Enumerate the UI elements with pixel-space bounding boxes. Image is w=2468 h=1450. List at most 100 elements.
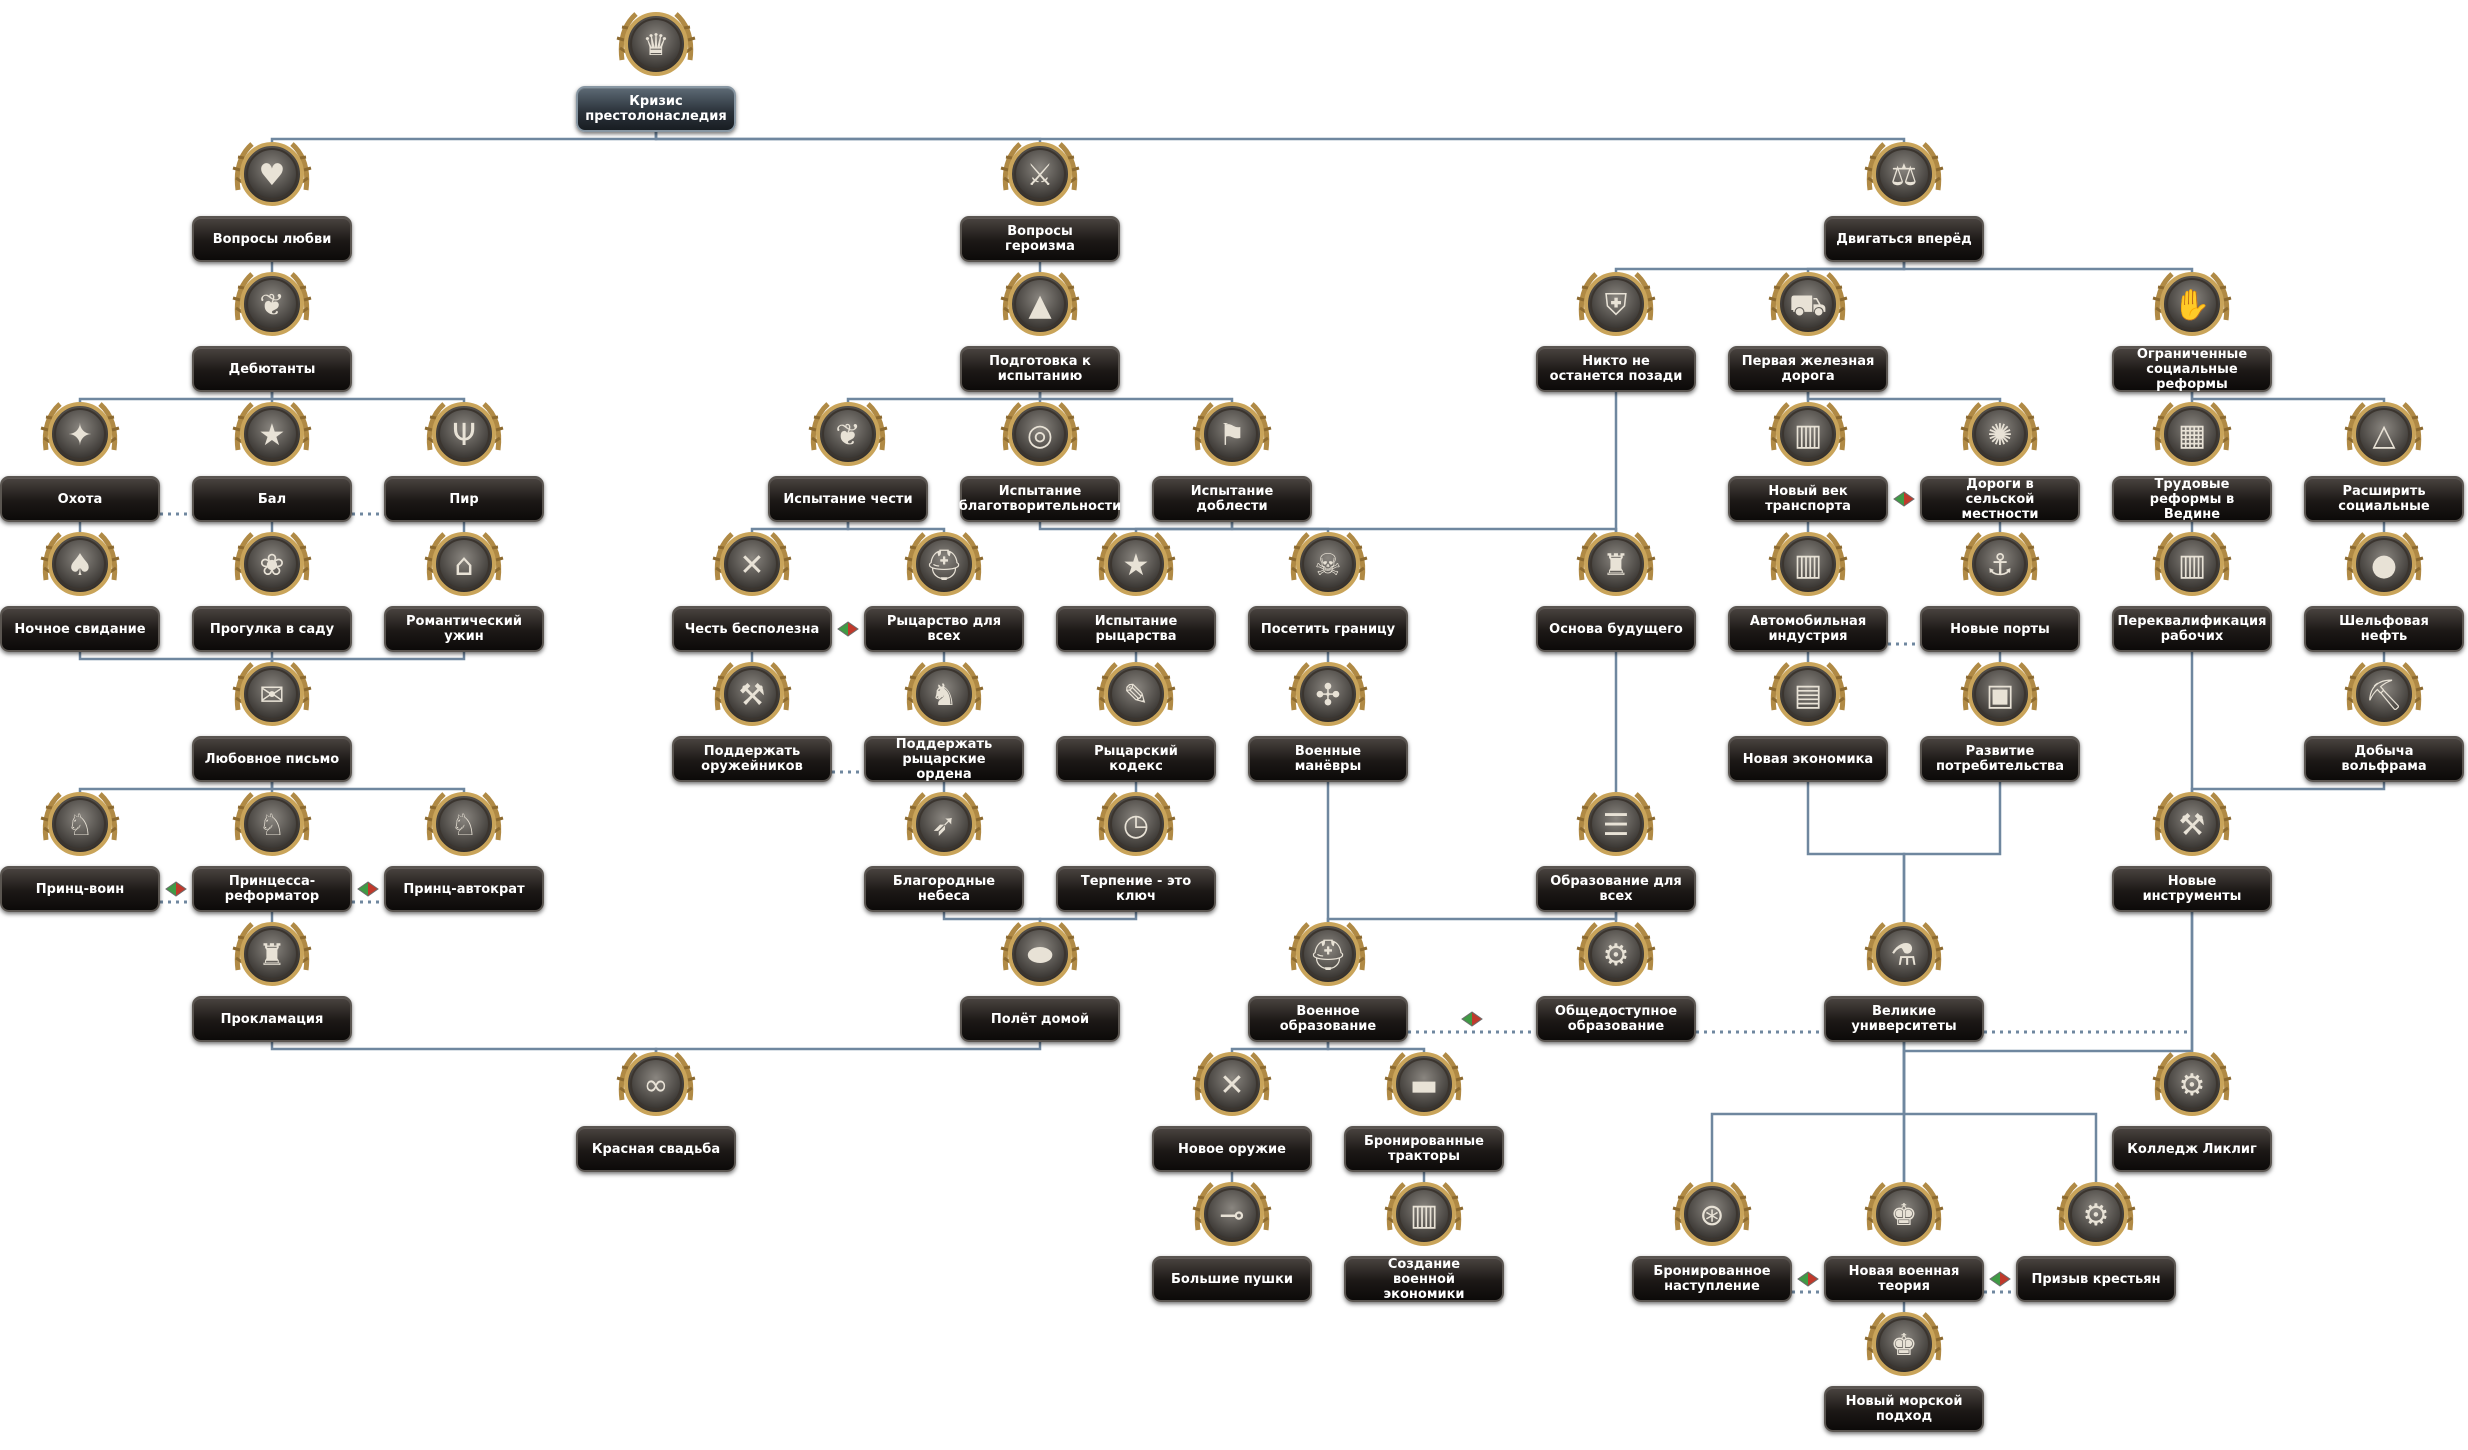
focus-label: Поддержать оружейников — [672, 736, 832, 782]
griffin-icon: ❦ — [804, 390, 892, 478]
svg-text:∞: ∞ — [644, 1068, 669, 1103]
focus-node-night-date[interactable]: ♠ Ночное свидание — [0, 520, 160, 670]
focus-node-reformer-princess[interactable]: ♘ Принцесса-реформатор — [192, 780, 352, 930]
svg-text:♚: ♚ — [1891, 1328, 1918, 1363]
focus-node-valor-trial[interactable]: ⚑ Испытание доблести — [1152, 390, 1312, 540]
svg-text:⚙: ⚙ — [2083, 1198, 2110, 1233]
svg-text:▥: ▥ — [1410, 1198, 1438, 1233]
focus-node-new-ports[interactable]: ⚓ Новые порты — [1920, 520, 2080, 670]
focus-node-love[interactable]: ♥ Вопросы любви — [192, 130, 352, 280]
focus-node-autocrat-prince[interactable]: ♘ Принц-автократ — [384, 780, 544, 930]
focus-node-proclamation[interactable]: ♜ Прокламация — [192, 910, 352, 1060]
svg-text:▥: ▥ — [1794, 548, 1822, 583]
focus-node-love-letter[interactable]: ✉ Любовное письмо — [192, 650, 352, 800]
focus-label: Бал — [192, 476, 352, 522]
wheat-icon: ✺ — [1956, 390, 2044, 478]
focus-node-patience[interactable]: ◷ Терпение - это ключ — [1056, 780, 1216, 930]
focus-node-ball[interactable]: ★ Бал — [192, 390, 352, 540]
focus-node-expand-social[interactable]: △ Расширить социальные — [2304, 390, 2464, 540]
focus-node-rural-roads[interactable]: ✺ Дороги в сельской местности — [1920, 390, 2080, 540]
griffin-icon: ❦ — [228, 260, 316, 348]
focus-node-armored-assault[interactable]: ⊛ Бронированное наступление — [1632, 1170, 1792, 1320]
focus-node-transport-age[interactable]: ▥ Новый век транспорта — [1728, 390, 1888, 540]
focus-node-chivalry-all[interactable]: ⛑ Рыцарство для всех — [864, 520, 1024, 670]
focus-node-consumerism[interactable]: ▣ Развитие потребительства — [1920, 650, 2080, 800]
focus-node-forward[interactable]: ⚖ Двигаться вперёд — [1824, 130, 1984, 280]
svg-text:✕: ✕ — [1219, 1068, 1244, 1103]
focus-node-new-weapons[interactable]: ✕ Новое оружие — [1152, 1040, 1312, 1190]
focus-node-charity-trial[interactable]: ◎ Испытание благотворительности — [959, 390, 1121, 540]
eagle-icon: ➶ — [900, 780, 988, 868]
focus-node-military-edu[interactable]: ⛑ Военное образование — [1248, 910, 1408, 1060]
focus-node-new-tools[interactable]: ⚒ Новые инструменты — [2112, 780, 2272, 930]
focus-node-tungsten[interactable]: ⛏ Добыча вольфрама — [2304, 650, 2464, 800]
focus-node-great-unis[interactable]: ⚗ Великие университеты — [1824, 910, 1984, 1060]
focus-node-auto-industry[interactable]: ▥ Автомобильная индустрия — [1728, 520, 1888, 670]
svg-text:❀: ❀ — [259, 548, 284, 583]
focus-node-crisis[interactable]: ♛ Кризис престолонаследия — [576, 0, 736, 150]
focus-node-big-guns[interactable]: ⊸ Большие пушки — [1152, 1170, 1312, 1320]
focus-label: Испытание благотворительности — [959, 476, 1121, 522]
focus-label: Благородные небеса — [864, 866, 1024, 912]
focus-node-honor-useless[interactable]: ✕ Честь бесполезна — [672, 520, 832, 670]
svg-text:♞: ♞ — [931, 678, 958, 713]
focus-label: Посетить границу — [1248, 606, 1408, 652]
focus-node-support-orders[interactable]: ♞ Поддержать рыцарские ордена — [864, 650, 1024, 800]
focus-node-garden-walk[interactable]: ❀ Прогулка в саду — [192, 520, 352, 670]
focus-node-honor-trial[interactable]: ❦ Испытание чести — [768, 390, 928, 540]
focus-node-noble-skies[interactable]: ➶ Благородные небеса — [864, 780, 1024, 930]
focus-node-new-economy[interactable]: ▤ Новая экономика — [1728, 650, 1888, 800]
focus-node-naval-approach[interactable]: ♚ Новый морской подход — [1824, 1300, 1984, 1450]
focus-node-visit-border[interactable]: ☠ Посетить границу — [1248, 520, 1408, 670]
helmet-icon: ⛑ — [900, 520, 988, 608]
focus-node-public-edu[interactable]: ⚙ Общедоступное образование — [1536, 910, 1696, 1060]
focus-node-heroism[interactable]: ⚔ Вопросы героизма — [960, 130, 1120, 280]
focus-node-support-smiths[interactable]: ⚒ Поддержать оружейников — [672, 650, 832, 800]
focus-node-warrior-prince[interactable]: ♘ Принц-воин — [0, 780, 160, 930]
helmet-icon: ⛑ — [1284, 910, 1372, 998]
focus-node-future-base[interactable]: ♜ Основа будущего — [1536, 520, 1696, 670]
focus-label: Бронированные тракторы — [1344, 1126, 1504, 1172]
mutually-exclusive-icon — [1892, 490, 1916, 508]
train-icon: ⛟ — [1764, 260, 1852, 348]
focus-node-labour-reforms[interactable]: ▦ Трудовые реформы в Ведине — [2112, 390, 2272, 540]
focus-node-education-all[interactable]: ☰ Образование для всех — [1536, 780, 1696, 930]
focus-node-retraining[interactable]: ▥ Переквалификация рабочих — [2112, 520, 2272, 670]
focus-node-debutants[interactable]: ❦ Дебютанты — [192, 260, 352, 410]
tools-icon: ⚒ — [2148, 780, 2236, 868]
svg-text:✣: ✣ — [1315, 678, 1340, 713]
prerequisite-line — [1902, 912, 2194, 1190]
crossed-swords-icon: ✕ — [1188, 1040, 1276, 1128]
focus-node-romantic-dinner[interactable]: ⌂ Романтический ужин — [384, 520, 544, 670]
focus-label: Развитие потребительства — [1920, 736, 2080, 782]
svg-text:▥: ▥ — [1794, 418, 1822, 453]
focus-label: Новое оружие — [1152, 1126, 1312, 1172]
focus-node-shale-oil[interactable]: ● Шельфовая нефть — [2304, 520, 2464, 670]
focus-node-limited-reforms[interactable]: ✋ Ограниченные социальные реформы — [2112, 260, 2272, 410]
focus-node-knight-trial[interactable]: ★ Испытание рыцарства — [1056, 520, 1216, 670]
focus-node-first-rail[interactable]: ⛟ Первая железная дорога — [1728, 260, 1888, 410]
focus-node-hunt[interactable]: ✦ Охота — [0, 390, 160, 540]
svg-text:◎: ◎ — [1027, 418, 1053, 453]
focus-node-peasant-draft[interactable]: ⚙ Призыв крестьян — [2016, 1170, 2176, 1320]
safe-icon: ▣ — [1956, 650, 2044, 738]
sword-icon: ⚔ — [996, 130, 1084, 218]
focus-label: Призыв крестьян — [2016, 1256, 2176, 1302]
focus-node-trial-prep[interactable]: ▲ Подготовка к испытанию — [960, 260, 1120, 410]
focus-node-leakleague[interactable]: ⚙ Колледж Ликлиг — [2112, 1040, 2272, 1190]
focus-label: Добыча вольфрама — [2304, 736, 2464, 782]
focus-node-feast[interactable]: Ψ Пир — [384, 390, 544, 540]
focus-node-red-wedding[interactable]: ∞ Красная свадьба — [576, 1040, 736, 1190]
focus-label: Дебютанты — [192, 346, 352, 392]
svg-text:⚓: ⚓ — [1987, 548, 2014, 583]
focus-node-military-theory[interactable]: ♚ Новая военная теория — [1824, 1170, 1984, 1320]
focus-node-knight-code[interactable]: ✎ Рыцарский кодекс — [1056, 650, 1216, 800]
focus-node-armored-tractors[interactable]: ▬ Бронированные тракторы — [1344, 1040, 1504, 1190]
crown-icon: ♛ — [612, 0, 700, 88]
focus-node-war-economy[interactable]: ▥ Создание военной экономики — [1344, 1170, 1504, 1320]
svg-text:♘: ♘ — [259, 808, 286, 843]
svg-text:⊸: ⊸ — [1219, 1198, 1244, 1233]
focus-node-nobody-behind[interactable]: ⛨ Никто не останется позади — [1536, 260, 1696, 410]
focus-node-maneuvers[interactable]: ✣ Военные манёвры — [1248, 650, 1408, 800]
focus-node-flight-home[interactable]: ⬬ Полёт домой — [960, 910, 1120, 1060]
